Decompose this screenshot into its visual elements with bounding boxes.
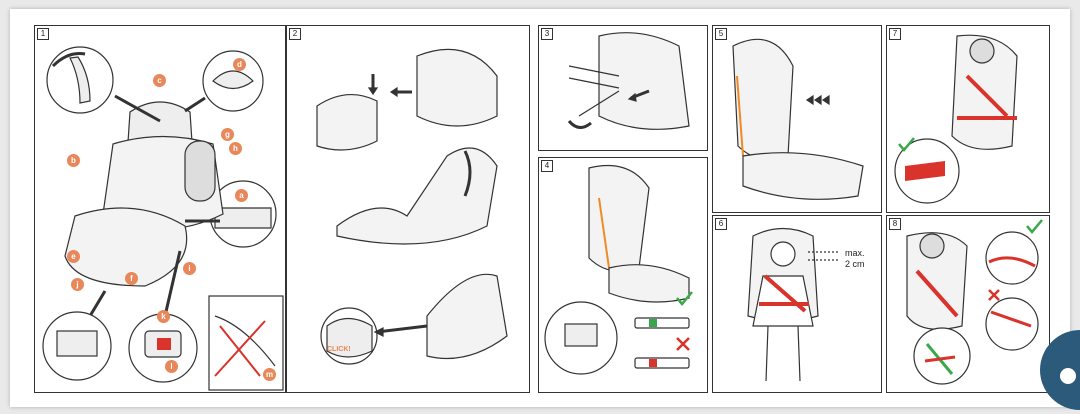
panel-8-drawing [906, 219, 1043, 385]
panel-4: 4 [538, 157, 708, 393]
panel-number: 4 [541, 160, 553, 172]
panel-number: 1 [37, 28, 49, 40]
panel-2-drawing [316, 48, 508, 365]
panel-3: 3 [538, 25, 708, 151]
label-f: f [125, 272, 138, 285]
label-j: j [71, 278, 84, 291]
label-k: k [157, 310, 170, 323]
rotate-arrow-icon [463, 150, 472, 197]
label-h: h [229, 142, 242, 155]
measure-max: max. [845, 248, 865, 258]
panel-5-drawing [732, 38, 864, 200]
label-l: l [165, 360, 178, 373]
check-icon [1026, 219, 1043, 234]
panel-3-drawing [567, 32, 690, 130]
click-callout: CLICK! [327, 346, 351, 353]
label-i: i [183, 262, 196, 275]
panel-number: 5 [715, 28, 727, 40]
panel-7-drawing [894, 34, 1018, 204]
panel-1-drawing [42, 46, 284, 391]
rotate-arrow-icon [51, 52, 86, 68]
cross-icon [676, 337, 690, 351]
panel-7: 7 [886, 25, 1050, 213]
label-e: e [67, 250, 80, 263]
fab-dot-icon [1060, 368, 1076, 384]
panel-number: 8 [889, 218, 901, 230]
check-icon [898, 137, 915, 152]
check-icon [676, 291, 693, 306]
panel-8: 8 [886, 215, 1050, 393]
panel-number: 6 [715, 218, 727, 230]
label-g: g [221, 128, 234, 141]
label-d: d [233, 58, 246, 71]
cross-icon [988, 289, 1000, 301]
panel-5: 5 [712, 25, 882, 213]
label-a: a [235, 189, 248, 202]
instruction-sheet: 1 [10, 9, 1070, 407]
panel-number: 3 [541, 28, 553, 40]
label-c: c [153, 74, 166, 87]
measure-value: 2 cm [845, 259, 865, 269]
panel-6: 6 max. 2 cm [712, 215, 882, 393]
panel-1: 1 [34, 25, 286, 393]
panel-number: 2 [289, 28, 301, 40]
rotate-arrow-icon [567, 119, 592, 129]
panel-2: 2 CLICK! [286, 25, 530, 393]
label-m: m [263, 368, 276, 381]
panel-4-drawing [544, 164, 693, 375]
triple-arrow-icon [805, 94, 830, 106]
label-b: b [67, 154, 80, 167]
panel-6-drawing [747, 227, 838, 382]
panel-number: 7 [889, 28, 901, 40]
